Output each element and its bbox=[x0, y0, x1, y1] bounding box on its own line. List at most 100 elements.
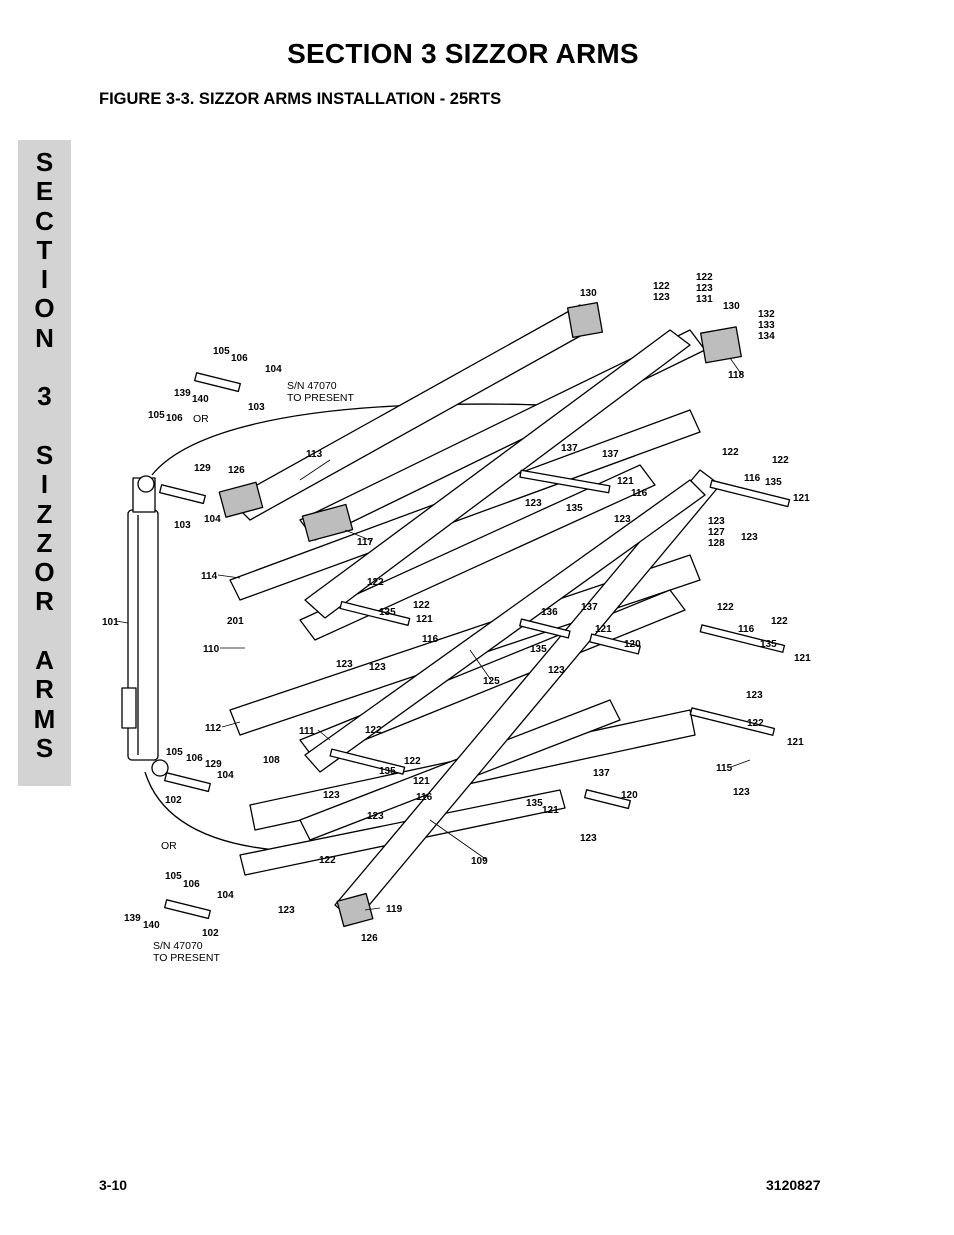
callout-129: 129 bbox=[194, 463, 211, 474]
callout-123: 123 bbox=[733, 787, 750, 798]
callout-123: 123 bbox=[336, 659, 353, 670]
side-tab-letter bbox=[18, 412, 71, 441]
callout-136: 136 bbox=[541, 607, 558, 618]
callout-123: 123 bbox=[548, 665, 565, 676]
figure-title: FIGURE 3-3. SIZZOR ARMS INSTALLATION - 2… bbox=[99, 90, 502, 108]
pins bbox=[159, 372, 791, 920]
note-or-top: OR bbox=[193, 413, 209, 425]
side-tab-letter: N bbox=[35, 322, 54, 353]
callout-121: 121 bbox=[793, 493, 810, 504]
callout-123: 123 bbox=[696, 283, 713, 294]
callout-135: 135 bbox=[765, 477, 782, 488]
note-sn-bottom-2: TO PRESENT bbox=[153, 952, 220, 964]
callout-122: 122 bbox=[771, 616, 788, 627]
callout-106: 106 bbox=[231, 353, 248, 364]
side-tab-letter: M bbox=[33, 703, 56, 734]
callout-137: 137 bbox=[581, 602, 598, 613]
callout-131: 131 bbox=[696, 294, 713, 305]
callout-117: 117 bbox=[357, 537, 374, 548]
page-title: SECTION 3 SIZZOR ARMS bbox=[287, 38, 639, 69]
note-or-bottom: OR bbox=[161, 840, 177, 852]
callout-122: 122 bbox=[747, 718, 764, 729]
callout-201: 201 bbox=[227, 616, 244, 627]
callout-121: 121 bbox=[787, 737, 804, 748]
callout-116: 116 bbox=[422, 634, 439, 645]
callout-101: 101 bbox=[102, 617, 119, 628]
callout-122: 122 bbox=[653, 281, 670, 292]
callout-115: 115 bbox=[716, 763, 733, 774]
callout-129: 129 bbox=[205, 759, 222, 770]
callout-120: 120 bbox=[621, 790, 638, 801]
callout-116: 116 bbox=[631, 488, 648, 499]
callout-135: 135 bbox=[526, 798, 543, 809]
side-tab-letter bbox=[18, 353, 71, 382]
callout-120: 120 bbox=[624, 639, 641, 650]
callout-109: 109 bbox=[471, 856, 488, 867]
side-tab-letter: E bbox=[35, 176, 54, 207]
side-tab-letter bbox=[18, 617, 71, 646]
callout-123: 123 bbox=[323, 790, 340, 801]
callout-132: 132 bbox=[758, 309, 775, 320]
callout-121: 121 bbox=[794, 653, 811, 664]
callout-123: 123 bbox=[741, 532, 758, 543]
callout-112: 112 bbox=[205, 723, 222, 734]
callout-123: 123 bbox=[746, 690, 763, 701]
callout-105: 105 bbox=[148, 410, 165, 421]
side-tab-letter: T bbox=[36, 234, 53, 265]
callout-104: 104 bbox=[217, 890, 234, 901]
callout-130: 130 bbox=[723, 301, 740, 312]
callout-123: 123 bbox=[614, 514, 631, 525]
callout-122: 122 bbox=[413, 600, 430, 611]
callout-121: 121 bbox=[413, 776, 430, 787]
callout-104: 104 bbox=[217, 770, 234, 781]
callout-103: 103 bbox=[174, 520, 191, 531]
callout-122: 122 bbox=[772, 455, 789, 466]
callout-123: 123 bbox=[580, 833, 597, 844]
callout-135: 135 bbox=[566, 503, 583, 514]
callout-137: 137 bbox=[602, 449, 619, 460]
side-tab-letter: Z bbox=[36, 527, 53, 558]
callout-104: 104 bbox=[204, 514, 221, 525]
callout-106: 106 bbox=[183, 879, 200, 890]
callout-123: 123 bbox=[525, 498, 542, 509]
callout-137: 137 bbox=[593, 768, 610, 779]
page-number: 3-10 bbox=[99, 1177, 128, 1193]
callout-135: 135 bbox=[379, 607, 396, 618]
callout-121: 121 bbox=[595, 624, 612, 635]
callout-135: 135 bbox=[760, 639, 777, 650]
callout-122: 122 bbox=[404, 756, 421, 767]
side-tab-letter: O bbox=[34, 293, 55, 324]
callout-139: 139 bbox=[174, 388, 191, 399]
side-tab-letter: S bbox=[35, 732, 54, 763]
callout-139: 139 bbox=[124, 913, 141, 924]
callout-133: 133 bbox=[758, 320, 775, 331]
callout-123: 123 bbox=[653, 292, 670, 303]
document-number: 3120827 bbox=[766, 1177, 821, 1193]
callout-123: 123 bbox=[708, 516, 725, 527]
callout-137: 137 bbox=[561, 443, 578, 454]
note-sn-top-2: TO PRESENT bbox=[287, 392, 354, 404]
callout-122: 122 bbox=[722, 447, 739, 458]
callout-130: 130 bbox=[580, 288, 597, 299]
side-tab-letter: O bbox=[34, 557, 55, 588]
callout-116: 116 bbox=[738, 624, 755, 635]
callout-135: 135 bbox=[530, 644, 547, 655]
callout-105: 105 bbox=[165, 871, 182, 882]
side-tab-letter: 3 bbox=[37, 381, 52, 412]
callout-123: 123 bbox=[369, 662, 386, 673]
callout-126: 126 bbox=[361, 933, 378, 944]
callout-121: 121 bbox=[617, 476, 634, 487]
callout-114: 114 bbox=[201, 571, 218, 582]
callout-121: 121 bbox=[542, 805, 559, 816]
callout-102: 102 bbox=[202, 928, 219, 939]
callout-122: 122 bbox=[367, 577, 384, 588]
callout-106: 106 bbox=[186, 753, 203, 764]
side-tab-letter: C bbox=[35, 205, 54, 236]
callout-128: 128 bbox=[708, 538, 725, 549]
callout-118: 118 bbox=[728, 370, 745, 381]
callout-119: 119 bbox=[386, 904, 403, 915]
arm-tubes bbox=[229, 304, 721, 923]
note-sn-top-1: S/N 47070 bbox=[287, 380, 337, 392]
side-tab-letter: I bbox=[40, 264, 49, 295]
